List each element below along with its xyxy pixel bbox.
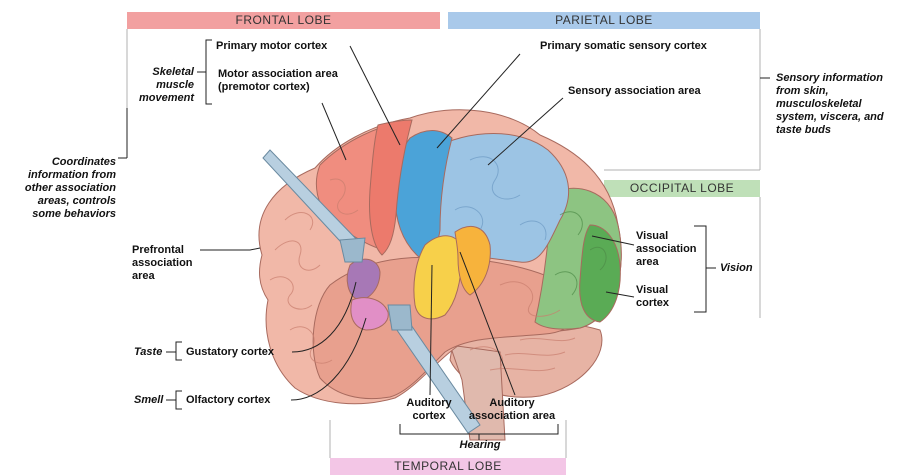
- prefrontal-leader: [200, 248, 260, 250]
- vision-function-label: Vision: [720, 262, 770, 275]
- visual-cortex-label: Visual cortex: [636, 284, 686, 310]
- smell-function-label: Smell: [134, 394, 168, 407]
- gustatory-label: Gustatory cortex: [186, 346, 296, 359]
- sensory-association-label: Sensory association area: [568, 85, 738, 98]
- auditory-association-label: Auditory association area: [462, 397, 562, 423]
- taste-function-label: Taste: [134, 346, 168, 359]
- probe-upper-tip: [340, 238, 365, 262]
- smell-bracket: [176, 391, 182, 409]
- sensory-info-function-label: Sensory information from skin, musculosk…: [776, 72, 886, 137]
- coordinates-function-label: Coordinates information from other assoc…: [6, 156, 116, 221]
- skeletal-function-label: Skeletal muscle movement: [132, 66, 194, 105]
- auditory-label: Auditory cortex: [400, 397, 458, 423]
- hearing-function-label: Hearing: [450, 439, 510, 452]
- olfactory-label: Olfactory cortex: [186, 394, 296, 407]
- prefrontal-label: Prefrontal association area: [132, 244, 206, 283]
- skeletal-bracket: [206, 40, 212, 104]
- motor-association-label: Motor association area (premotor cortex): [218, 68, 343, 94]
- probe-lower-tip: [388, 305, 412, 330]
- taste-bracket: [176, 342, 182, 360]
- primary-motor-label: Primary motor cortex: [216, 40, 356, 53]
- primary-somatic-label: Primary somatic sensory cortex: [540, 40, 750, 53]
- visual-association-label: Visual association area: [636, 230, 702, 269]
